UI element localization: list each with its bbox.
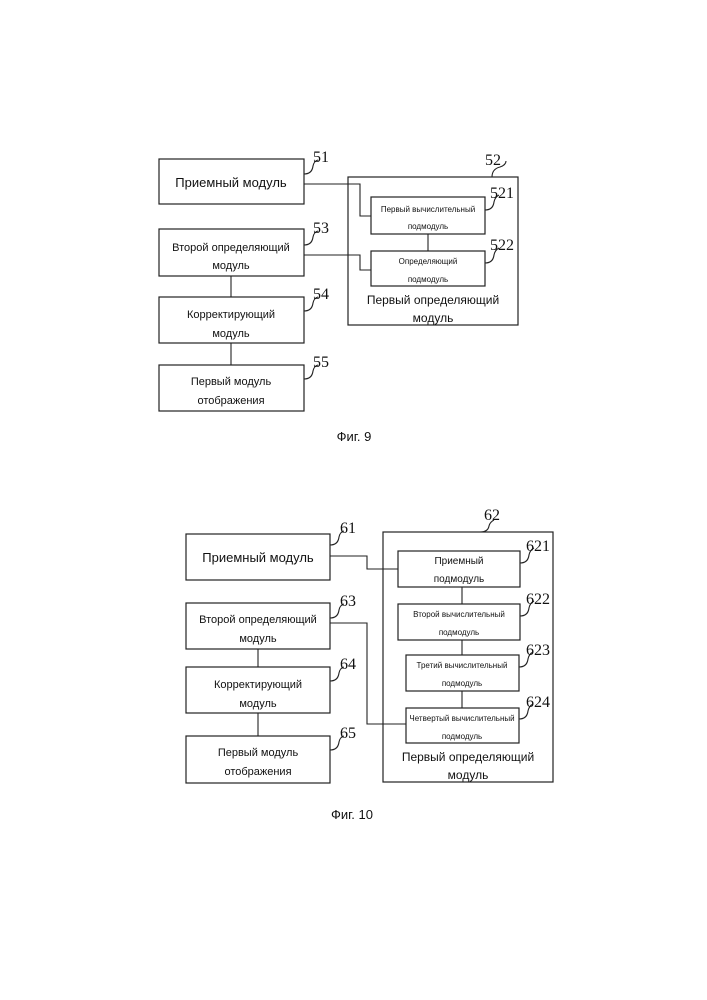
module-623-label-1: Третий вычислительный: [417, 661, 508, 670]
module-521-label-1: Первый вычислительный: [381, 205, 475, 214]
module-55-label-2: отображения: [197, 395, 264, 407]
ref-622: 622: [526, 591, 550, 608]
ref-55: 55: [313, 354, 329, 371]
module-53-label-2: модуль: [212, 260, 250, 272]
ref-63: 63: [340, 593, 356, 610]
ref-623: 623: [526, 642, 550, 659]
module-55-label-1: Первый модуль: [191, 376, 272, 388]
ref-53: 53: [313, 220, 329, 237]
module-621-label-1: Приемный: [434, 556, 483, 567]
ref-522: 522: [490, 237, 514, 254]
module-621-label-2: подмодуль: [434, 574, 484, 585]
module-65-label-2: отображения: [224, 766, 291, 778]
figure-9: 52 Первый определяющий модуль Первый выч…: [159, 149, 518, 444]
ref-624: 624: [526, 694, 550, 711]
module-624-label-2: подмодуль: [442, 732, 482, 741]
module-623-label-2: подмодуль: [442, 679, 482, 688]
ref-65: 65: [340, 725, 356, 742]
module-63-label-1: Второй определяющий: [199, 614, 317, 626]
module-61-label: Приемный модуль: [202, 550, 314, 565]
figure-10-caption: Фиг. 10: [331, 807, 373, 822]
module-521-label-2: подмодуль: [408, 222, 448, 231]
figure-9-caption: Фиг. 9: [337, 429, 372, 444]
ref-62: 62: [484, 507, 500, 524]
module-62-label-1: Первый определяющий: [402, 750, 534, 764]
module-622-label-2: подмодуль: [439, 628, 479, 637]
module-522-label-1: Определяющий: [399, 257, 458, 266]
ref-52: 52: [485, 152, 501, 169]
module-52-label-2: модуль: [413, 311, 454, 325]
ref-521: 521: [490, 185, 514, 202]
module-51-label: Приемный модуль: [175, 175, 287, 190]
module-622-label-1: Второй вычислительный: [413, 610, 505, 619]
module-52-label-1: Первый определяющий: [367, 293, 499, 307]
module-624-label-1: Четвертый вычислительный: [409, 714, 514, 723]
module-62-label-2: модуль: [448, 768, 489, 782]
module-65-label-1: Первый модуль: [218, 747, 299, 759]
module-64-label-1: Корректирующий: [214, 679, 302, 691]
ref-51: 51: [313, 149, 329, 166]
module-64-label-2: модуль: [239, 698, 277, 710]
module-54-label-2: модуль: [212, 328, 250, 340]
module-53-label-1: Второй определяющий: [172, 242, 290, 254]
ref-64: 64: [340, 656, 356, 673]
figure-10: 62 Первый определяющий модуль Приемный п…: [186, 507, 553, 822]
module-54-label-1: Корректирующий: [187, 309, 275, 321]
module-522-label-2: подмодуль: [408, 275, 448, 284]
module-63-label-2: модуль: [239, 633, 277, 645]
ref-61: 61: [340, 520, 356, 537]
ref-621: 621: [526, 538, 550, 555]
ref-54: 54: [313, 286, 329, 303]
